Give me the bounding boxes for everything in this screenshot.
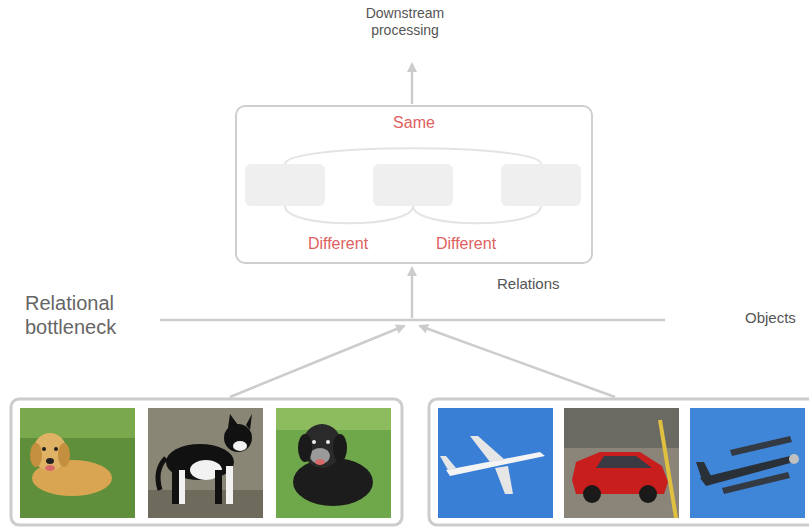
cat-photo <box>148 408 263 518</box>
object-slot <box>373 164 453 206</box>
object-slot <box>501 164 581 206</box>
relation-arc <box>285 206 413 223</box>
airplane-photo <box>438 408 553 518</box>
object-group <box>429 399 809 525</box>
dog-photo <box>276 408 391 518</box>
airplane-photo <box>690 408 805 518</box>
input-arrow <box>230 326 404 397</box>
input-arrow <box>420 326 615 397</box>
relations-arrow <box>411 268 414 318</box>
bottleneck-line <box>160 319 665 322</box>
relation-arc <box>285 148 541 164</box>
relations-box: SameDifferent Different <box>235 105 593 264</box>
output-arrow <box>411 64 414 104</box>
relation-arc <box>413 206 541 223</box>
object-group <box>11 399 402 525</box>
stage-label: Objects <box>745 309 805 327</box>
car-photo <box>564 408 679 518</box>
relation-label: Different <box>308 234 368 253</box>
object-slot <box>245 164 325 206</box>
stage-label: Relations <box>497 275 607 293</box>
bottleneck-label: Relational bottleneck <box>25 291 160 339</box>
output-label: Downstream processing <box>355 5 455 39</box>
relation-label: Different <box>436 234 496 253</box>
dog-photo <box>20 408 135 518</box>
relation-label: Same <box>393 113 435 132</box>
